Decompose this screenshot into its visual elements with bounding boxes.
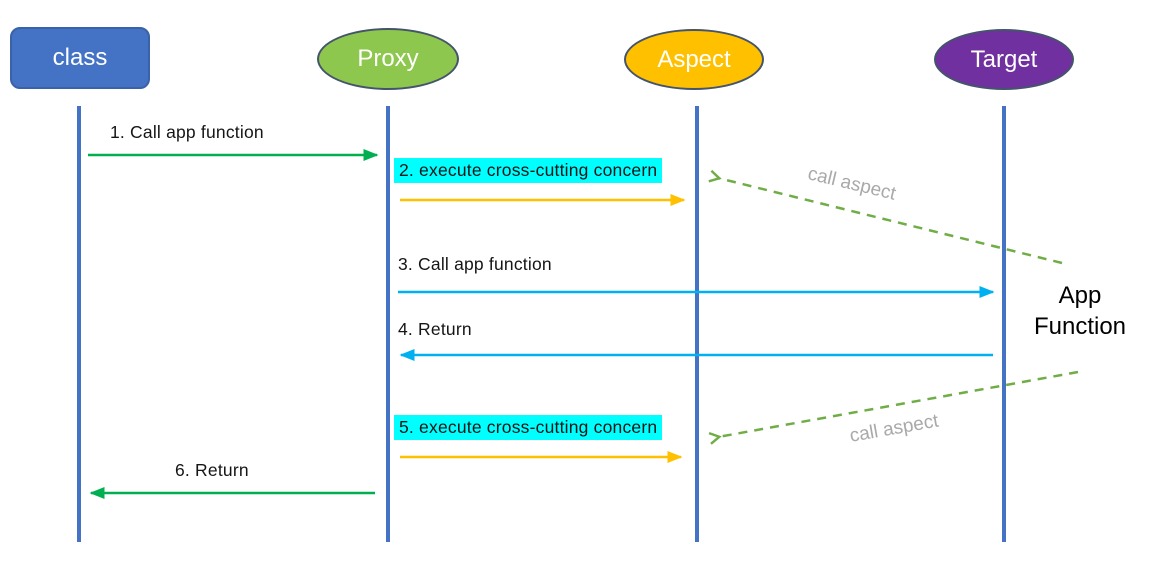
actor-class-label: class (52, 44, 108, 71)
lifeline-aspect (695, 106, 699, 542)
actor-proxy-label: Proxy (357, 45, 419, 72)
call-aspect-label-bottom: call aspect (848, 410, 941, 447)
lifeline-class (77, 106, 81, 542)
message-2-label: 2. execute cross-cutting concern (394, 158, 663, 183)
lifeline-target (1002, 106, 1006, 542)
actor-target-label: Target (970, 45, 1038, 73)
app-function-label: App Function (1033, 282, 1127, 340)
message-6-label: 6. Return (175, 460, 249, 480)
message-3-label: 3. Call app function (398, 254, 552, 274)
message-4-label: 4. Return (398, 319, 472, 339)
message-1-label: 1. Call app function (110, 122, 264, 142)
message-5-label: 5. execute cross-cutting concern (394, 415, 663, 440)
lifeline-proxy (386, 106, 390, 542)
actor-aspect-ellipse: Aspect (624, 29, 764, 90)
actor-proxy-ellipse: Proxy (317, 28, 459, 90)
actor-aspect-label: Aspect (657, 45, 731, 73)
actor-target-ellipse: Target (934, 29, 1074, 90)
actor-class-box: class (10, 27, 150, 89)
call-aspect-label-top: call aspect (805, 163, 898, 205)
